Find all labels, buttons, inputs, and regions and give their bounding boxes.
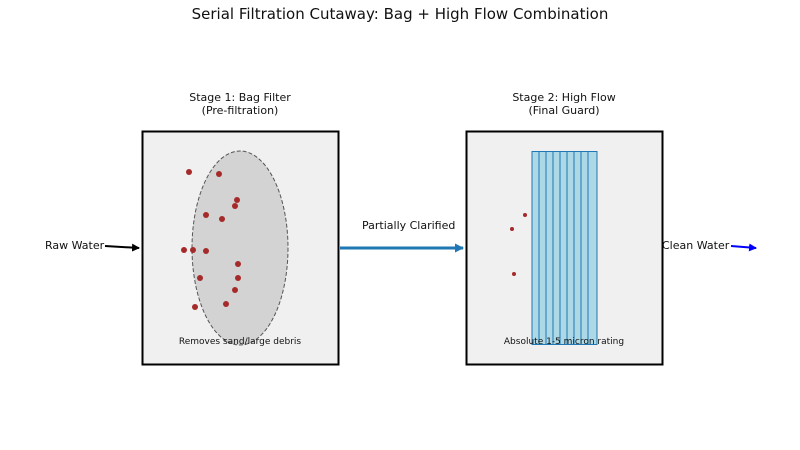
debris-particle: [203, 212, 209, 218]
debris-particle: [223, 301, 229, 307]
debris-particle: [181, 247, 187, 253]
debris-particles-stage-1: [181, 169, 241, 310]
filter-bag: [191, 150, 289, 346]
debris-particle: [203, 248, 209, 254]
debris-particle: [197, 275, 203, 281]
cartridge-pleats: [538, 152, 589, 344]
stage-1-note: Removes sand/large debris: [178, 337, 302, 347]
high-flow-cartridge: [531, 151, 598, 345]
diagram-title: Serial Filtration Cutaway: Bag + High Fl…: [191, 5, 609, 23]
debris-particle: [192, 304, 198, 310]
debris-particle: [190, 247, 196, 253]
debris-particle: [219, 216, 225, 222]
stage-2-label: Stage 2: High Flow (Final Guard): [464, 91, 664, 117]
inlet-arrow: [104, 243, 140, 252]
stage-1-title: Stage 1: Bag Filter: [189, 91, 291, 104]
outlet-label: Clean Water: [662, 239, 730, 252]
inlet-label: Raw Water: [45, 239, 105, 252]
debris-particle: [235, 275, 241, 281]
stage-2-note: Absolute 1-5 micron rating: [503, 337, 625, 347]
fine-particles-stage-2: [510, 213, 527, 276]
stage-1-label: Stage 1: Bag Filter (Pre-filtration): [140, 91, 340, 117]
fine-particle: [523, 213, 527, 217]
debris-particle: [232, 203, 238, 209]
stage-1-subtitle: (Pre-filtration): [201, 104, 279, 117]
debris-particle: [186, 169, 192, 175]
fine-particle: [510, 227, 514, 231]
stage-2-title: Stage 2: High Flow: [512, 91, 616, 104]
debris-particle: [232, 287, 238, 293]
stage-2-subtitle: (Final Guard): [528, 104, 600, 117]
debris-particle: [235, 261, 241, 267]
middle-flow-label: Partially Clarified: [362, 219, 456, 232]
outlet-arrow: [730, 243, 757, 252]
fine-particle: [512, 272, 516, 276]
debris-particle: [234, 197, 240, 203]
debris-particle: [216, 171, 222, 177]
